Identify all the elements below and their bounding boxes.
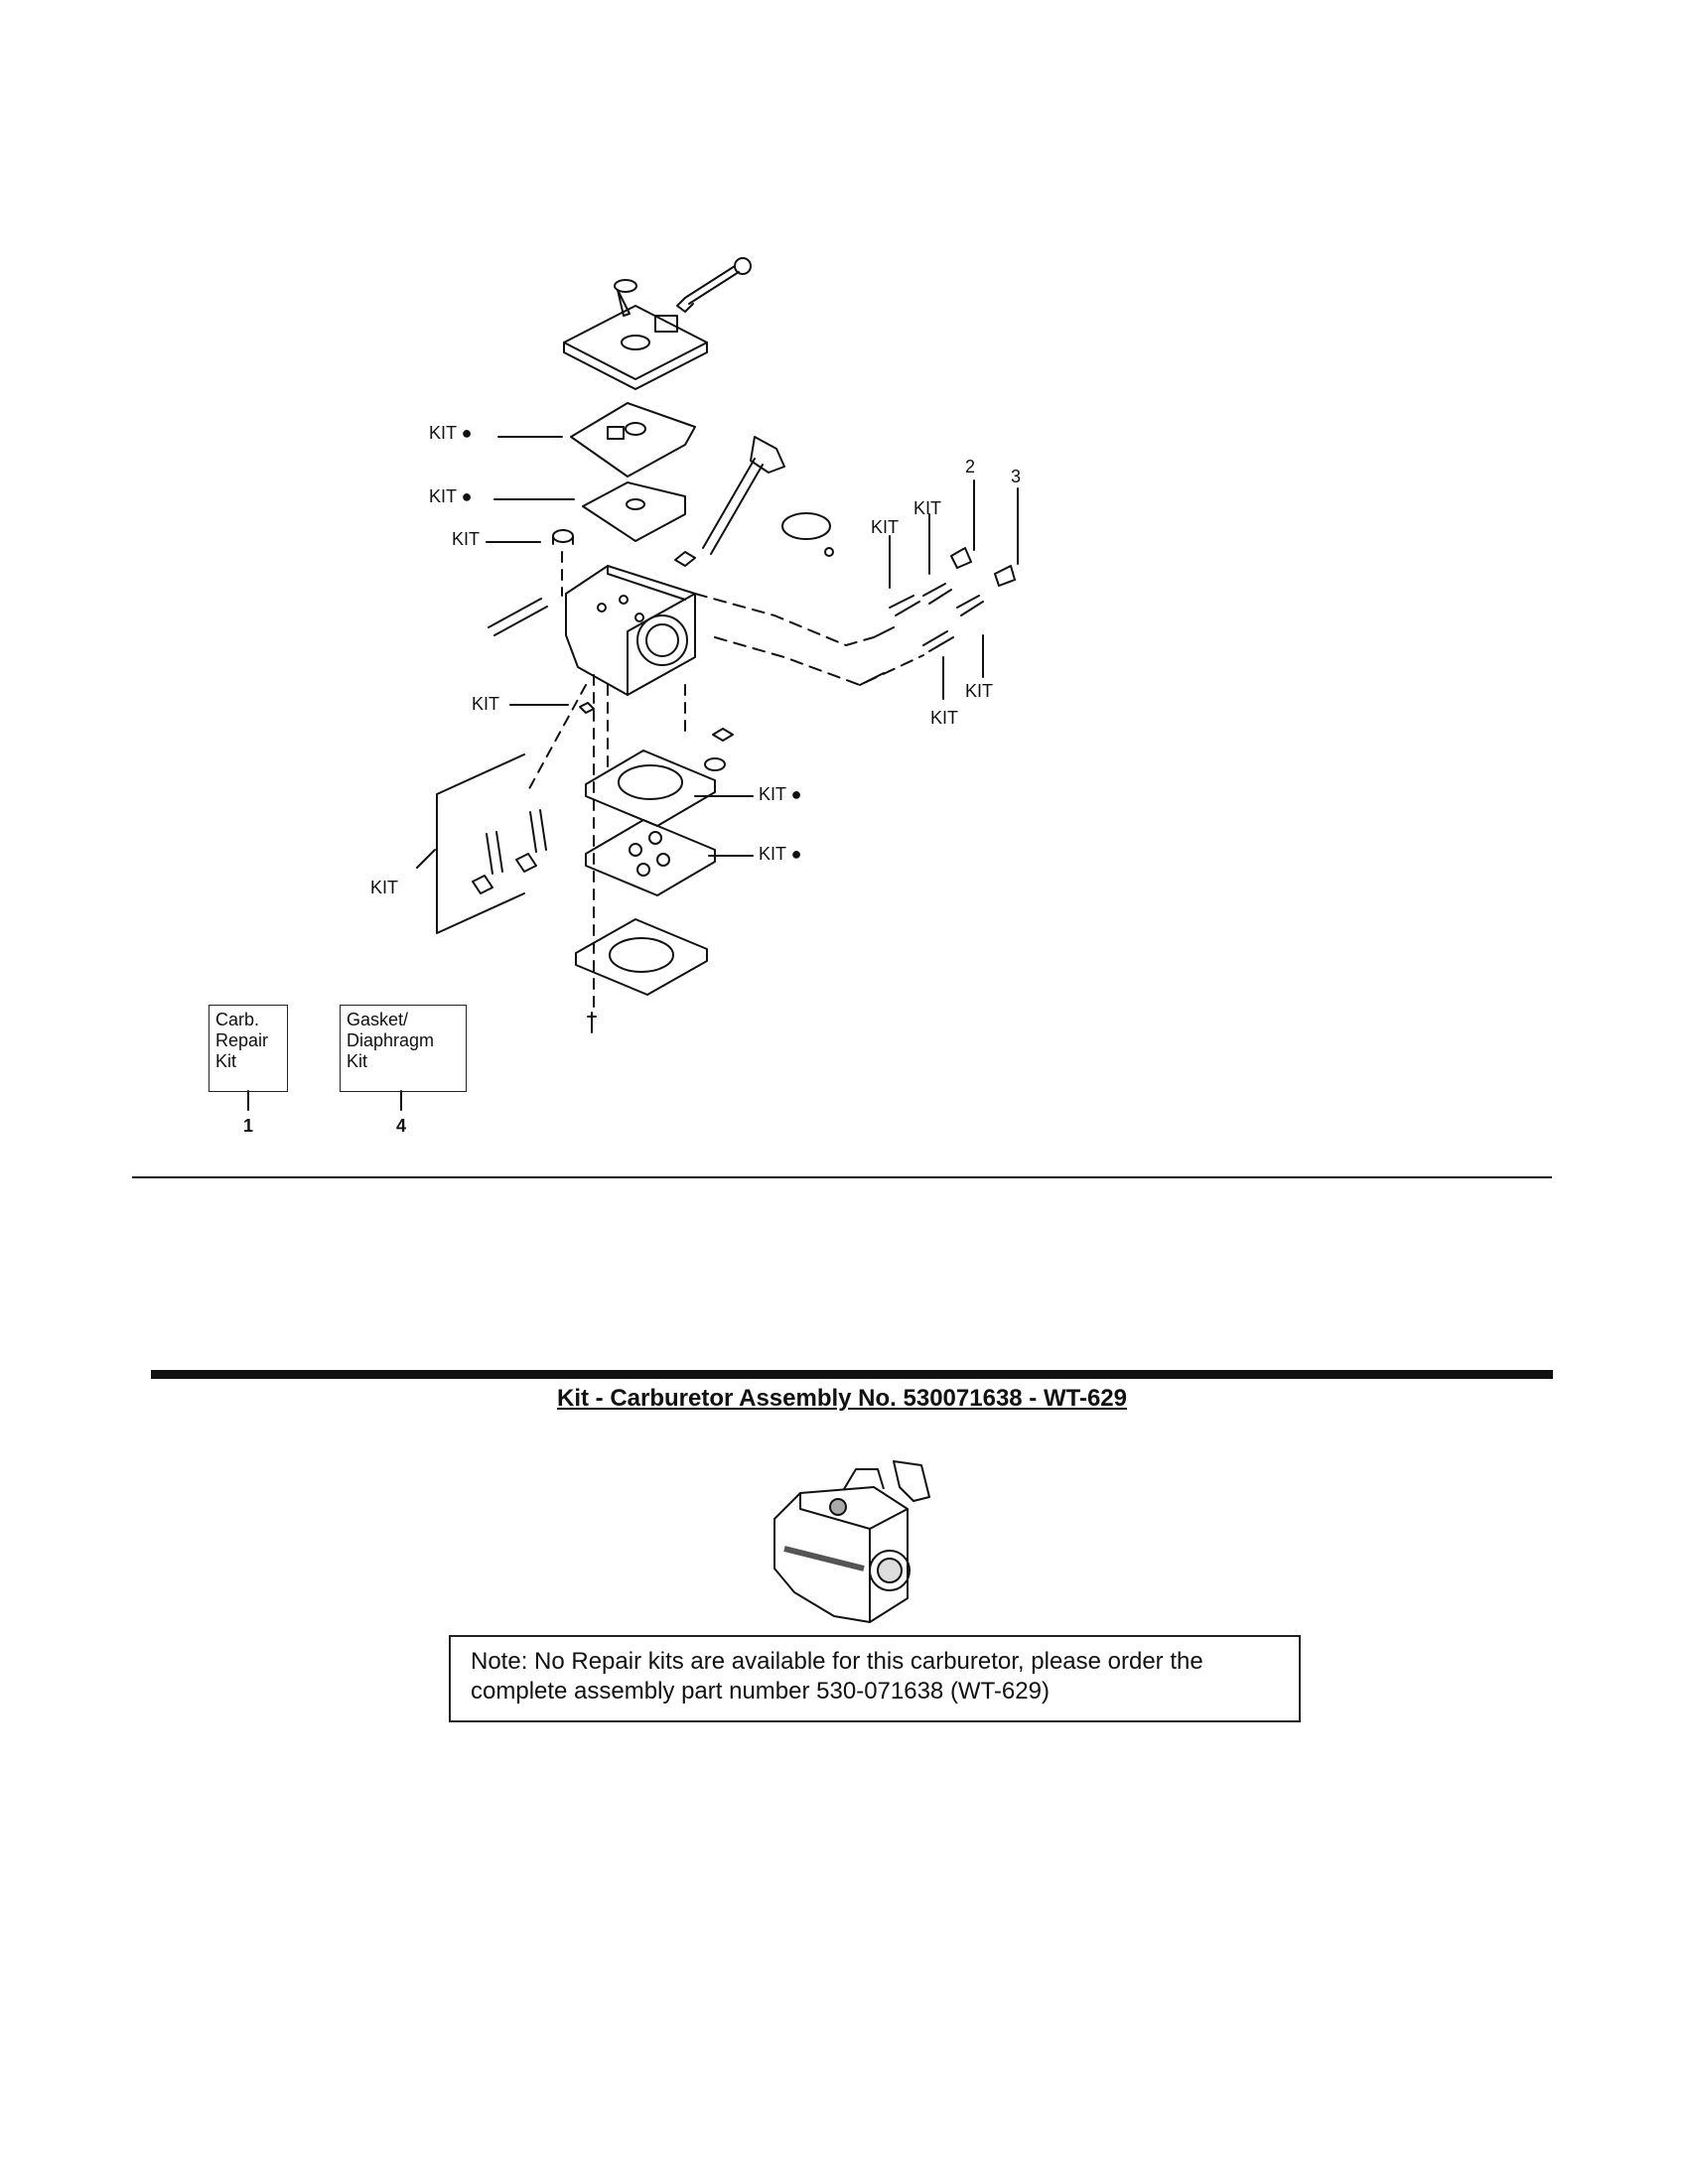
section-divider [132, 1176, 1552, 1178]
kit-callout: KIT [871, 517, 900, 537]
legend-line: Kit [347, 1051, 368, 1071]
assembly-note: Note: No Repair kits are available for t… [449, 1635, 1301, 1722]
kit-callout: KIT ● [429, 486, 473, 506]
part-number-3: 3 [1011, 467, 1022, 486]
legend-ref-number: 4 [396, 1116, 407, 1136]
part-number-2: 2 [965, 457, 976, 477]
kit-callout: KIT [452, 529, 481, 549]
kit-callout: KIT [965, 681, 994, 701]
kit-callout: KIT [930, 708, 959, 728]
legend-line: Carb. [215, 1010, 260, 1029]
note-line: complete assembly part number 530-071638… [471, 1678, 1050, 1705]
carb-repair-kit-legend: Carb. Repair Kit [209, 1005, 288, 1092]
kit-callout: KIT [472, 694, 500, 714]
section-divider-thick [151, 1370, 1553, 1379]
kit-callout: KIT ● [429, 423, 473, 443]
legend-line: Kit [215, 1051, 237, 1071]
kit-callout: KIT [913, 498, 942, 518]
kit-callout: KIT ● [759, 784, 802, 804]
note-line: Note: No Repair kits are available for t… [471, 1648, 1203, 1675]
legend-line: Repair [215, 1030, 269, 1050]
legend-line: Gasket/ [347, 1010, 409, 1029]
legend-ref-number: 1 [243, 1116, 254, 1136]
gasket-diaphragm-kit-legend: Gasket/ Diaphragm Kit [340, 1005, 467, 1092]
kit-callout: KIT [370, 878, 399, 897]
legend-line: Diaphragm [347, 1030, 435, 1050]
kit-callout: KIT ● [759, 844, 802, 864]
assembly-title: Kit - Carburetor Assembly No. 530071638 … [557, 1385, 1127, 1412]
